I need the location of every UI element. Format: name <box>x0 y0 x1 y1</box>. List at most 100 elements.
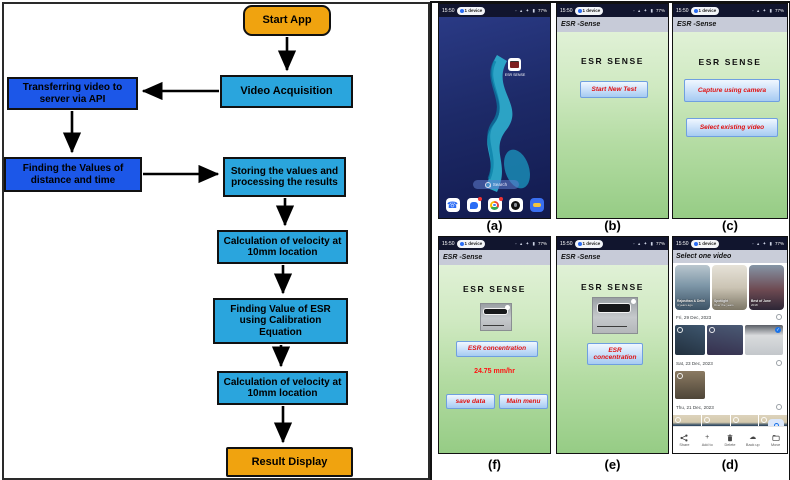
status-icons: ◦ ▴ ✦ ▮ <box>752 240 773 246</box>
device-dot-icon <box>693 241 698 246</box>
selection-ring <box>732 417 739 423</box>
search-pill[interactable]: Search <box>473 180 519 189</box>
device-pill-label: 1 device <box>582 8 601 13</box>
status-bar: 15:50 1 device ◦ ▴ ✦ ▮ 77% <box>439 237 550 250</box>
toolbar-add-to[interactable]: + Add to <box>696 427 719 453</box>
gallery-header-title: Select one video <box>676 253 732 260</box>
save-data-button[interactable]: save data <box>446 394 495 409</box>
device-pill: 1 device <box>690 6 720 15</box>
status-time: 15:50 <box>442 7 455 14</box>
capture-using-camera-button[interactable]: Capture using camera <box>684 79 780 102</box>
video-thumbnail[interactable] <box>707 325 743 355</box>
esr-concentration-button[interactable]: ESR concentration <box>587 343 643 365</box>
memory-sub: Over the years <box>714 303 734 308</box>
video-thumbnail-analyzer[interactable]: ✓ <box>745 325 783 355</box>
gallery-toolbar: Share + Add to Delete ☁ Back up <box>673 426 787 453</box>
status-time: 15:50 <box>560 240 573 247</box>
device-dot-icon <box>459 8 464 13</box>
messages-icon[interactable] <box>466 197 482 212</box>
esr-concentration-button[interactable]: ESR concentration <box>456 341 538 357</box>
esr-tube <box>483 307 508 316</box>
selection-ring <box>761 417 768 423</box>
select-existing-video-button[interactable]: Select existing video <box>686 118 778 137</box>
selection-ring <box>703 417 710 423</box>
battery-percent: 77% <box>774 8 784 13</box>
video-thumbnail[interactable] <box>675 371 705 399</box>
image-badge <box>505 304 511 310</box>
toolbar-backup[interactable]: ☁ Back up <box>741 427 764 453</box>
notification-dot <box>498 197 503 201</box>
cloud-icon: ☁ <box>749 434 757 441</box>
status-icons: ◦ ▴ ✦ ▮ <box>515 240 536 246</box>
app-bar-title: ESR -Sense <box>677 21 717 28</box>
gallery-header: Select one video <box>673 250 787 264</box>
status-icons: ◦ ▴ ✦ ▮ <box>515 7 536 13</box>
flow-node-storing-values: Storing the values and processing the re… <box>223 157 346 197</box>
date-label: Sat, 23 Dec, 2023 <box>676 361 713 366</box>
flow-node-label: Finding the Values of distance and time <box>22 163 124 186</box>
esr-sample-image <box>480 303 512 331</box>
flow-node-transfer-video: Transferring video to server via API <box>7 77 138 110</box>
screenshot-a-home: 15:50 1 device ◦ ▴ ✦ ▮ 77% ESR SENSE Sea… <box>438 3 551 219</box>
search-icon <box>484 181 491 188</box>
app-bar-title: ESR -Sense <box>561 254 601 261</box>
device-dot-icon <box>459 241 464 246</box>
selection-ring <box>709 327 715 333</box>
flow-node-result-display: Result Display <box>226 447 353 477</box>
app-bar: ESR -Sense <box>673 17 787 33</box>
photos-icon[interactable] <box>529 198 544 212</box>
start-new-test-button[interactable]: Start New Test <box>580 81 648 98</box>
app-title: ESR SENSE <box>580 282 645 292</box>
memory-sub: 2018 <box>751 303 758 308</box>
panel-label-a: (a) <box>486 218 503 233</box>
flow-node-label: Finding Value of ESR using Calibration E… <box>230 304 331 338</box>
status-time: 15:50 <box>560 7 573 14</box>
toolbar-label: Add to <box>701 442 713 447</box>
device-dot-icon <box>577 8 582 13</box>
toolbar-move[interactable]: Move <box>764 427 787 453</box>
status-icons: ◦ ▴ ✦ ▮ <box>752 7 773 13</box>
toolbar-delete[interactable]: Delete <box>719 427 742 453</box>
toolbar-share[interactable]: Share <box>673 427 696 453</box>
flow-node-velocity-2: Calculation of velocity at 10mm location <box>217 371 348 405</box>
dock: ☎ <box>439 197 550 212</box>
phone-icon[interactable]: ☎ <box>445 198 460 212</box>
flow-node-velocity-1: Calculation of velocity at 10mm location <box>217 230 348 264</box>
status-bar: 15:50 1 device ◦ ▴ ✦ ▮ 77% <box>673 4 787 17</box>
esr-result-value: 24.75 mm/hr <box>474 368 515 375</box>
section-radio[interactable] <box>776 404 782 410</box>
date-label: Thu, 21 Dec, 2023 <box>676 405 714 410</box>
status-time: 15:50 <box>676 240 689 247</box>
app-body: ESR SENSE Start New Test <box>557 32 668 218</box>
toolbar-label: Delete <box>724 442 736 447</box>
flow-node-label: Transferring video to server via API <box>22 82 123 105</box>
app-body: ESR SENSE ESR concentration <box>557 265 668 453</box>
selection-ring <box>675 417 681 423</box>
main-menu-button[interactable]: Main menu <box>499 394 548 409</box>
status-time: 15:50 <box>442 240 455 247</box>
esr-sense-app-icon[interactable] <box>508 58 521 71</box>
panel-label-c: (c) <box>722 218 738 233</box>
device-pill-label: 1 device <box>582 241 601 246</box>
flow-node-label: Result Display <box>251 455 328 468</box>
section-radio[interactable] <box>776 314 782 320</box>
device-pill-label: 1 device <box>464 241 483 246</box>
chrome-icon[interactable] <box>487 197 503 212</box>
panel-label-e: (e) <box>604 457 621 472</box>
section-radio[interactable] <box>776 360 782 366</box>
device-dot-icon <box>577 241 582 246</box>
app-title: ESR SENSE <box>698 57 762 67</box>
camera-icon[interactable] <box>508 198 523 212</box>
device-pill-label: 1 device <box>464 8 483 13</box>
flow-node-start-app: Start App <box>243 5 331 36</box>
app-title: ESR SENSE <box>580 56 645 66</box>
esr-sample-image <box>592 297 638 334</box>
device-pill: 1 device <box>574 6 604 15</box>
video-thumbnail[interactable] <box>675 325 705 355</box>
app-title: ESR SENSE <box>462 284 527 294</box>
